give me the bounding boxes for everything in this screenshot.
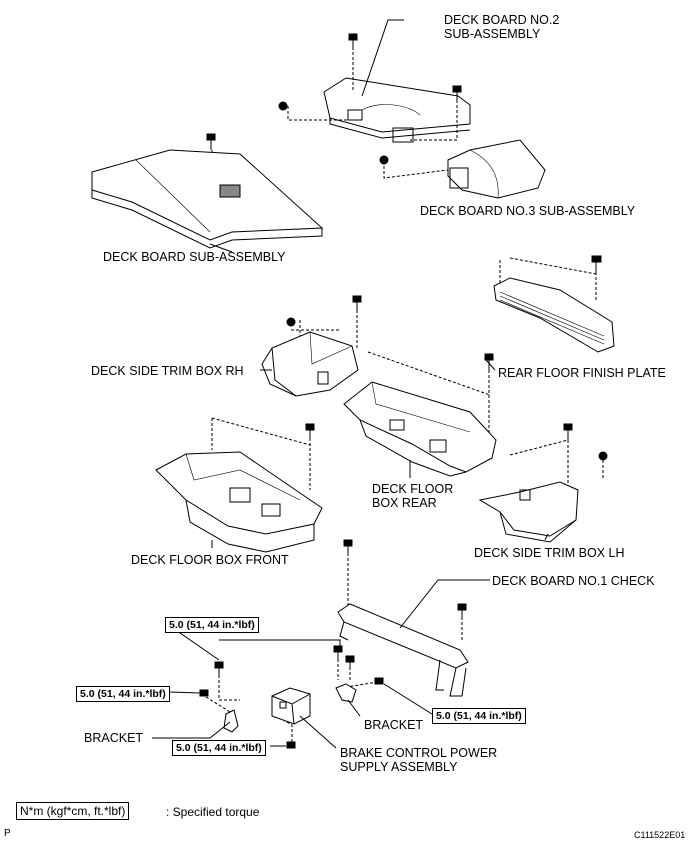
bracket-part [223, 683, 357, 733]
label-bracket-right: BRACKET [364, 718, 424, 732]
label-line: BOX REAR [372, 496, 437, 510]
footer-left-code: P [4, 828, 11, 839]
label-deck-board: DECK BOARD SUB-ASSEMBLY [103, 250, 286, 264]
deck-board-no2-part [323, 77, 471, 143]
label-brake-control: BRAKE CONTROL POWER SUPPLY ASSEMBLY [340, 746, 497, 774]
label-floor-box-front: DECK FLOOR BOX FRONT [131, 553, 289, 567]
legend-text: : Specified torque [166, 805, 260, 819]
label-trim-box-lh: DECK SIDE TRIM BOX LH [474, 546, 625, 560]
bolt-icon [591, 255, 602, 272]
label-deck-board-no1: DECK BOARD NO.1 CHECK [492, 574, 655, 588]
bolt-icon [206, 133, 216, 150]
floor-box-rear-part [343, 381, 497, 477]
label-line: BRAKE CONTROL POWER [340, 746, 498, 760]
torque-spec-right: 5.0 (51, 44 in.*lbf) [432, 708, 526, 724]
trim-box-rh-part [261, 331, 359, 397]
label-line: DECK FLOOR [372, 482, 454, 496]
floor-box-front-part [155, 451, 323, 553]
label-line: SUB-ASSEMBLY [444, 27, 541, 41]
label-line: DECK BOARD NO.2 [444, 13, 560, 27]
deck-board-no3-part [447, 139, 546, 199]
deck-board-no1-part [337, 603, 469, 697]
footer-figure-id: C111522E01 [634, 830, 686, 840]
bolt-icon [305, 423, 315, 440]
deck-board-part [91, 149, 324, 249]
torque-spec-top: 5.0 (51, 44 in.*lbf) [165, 617, 259, 633]
label-floor-box-rear: DECK FLOOR BOX REAR [372, 482, 453, 510]
bolt-icon [563, 423, 608, 461]
label-leaders [152, 19, 549, 749]
bolt-icon [199, 539, 467, 749]
rear-floor-finish-plate-part [493, 277, 615, 353]
label-trim-box-rh: DECK SIDE TRIM BOX RH [91, 364, 244, 378]
label-deck-board-no2: DECK BOARD NO.2 SUB-ASSEMBLY [444, 13, 559, 41]
bolt-icon [286, 295, 494, 370]
label-line: SUPPLY ASSEMBLY [340, 760, 458, 774]
torque-spec-left: 5.0 (51, 44 in.*lbf) [76, 686, 170, 702]
brake-control-part [271, 687, 311, 725]
label-rear-floor-finish-plate: REAR FLOOR FINISH PLATE [498, 366, 666, 380]
trim-box-lh-part [478, 481, 579, 543]
bolt-icon [278, 33, 462, 165]
label-deck-board-no3: DECK BOARD NO.3 SUB-ASSEMBLY [420, 204, 636, 218]
torque-spec-bottom: 5.0 (51, 44 in.*lbf) [172, 740, 266, 756]
label-bracket-left: BRACKET [84, 731, 144, 745]
legend-torque-unit-box: N*m (kgf*cm, ft.*lbf) [16, 802, 130, 820]
